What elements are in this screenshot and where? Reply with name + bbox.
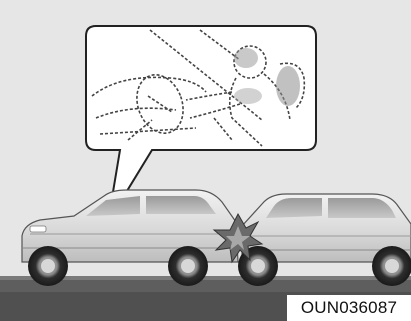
figure-code-label: OUN036087	[287, 295, 411, 321]
front-car	[238, 194, 411, 286]
rear-car	[22, 190, 238, 286]
